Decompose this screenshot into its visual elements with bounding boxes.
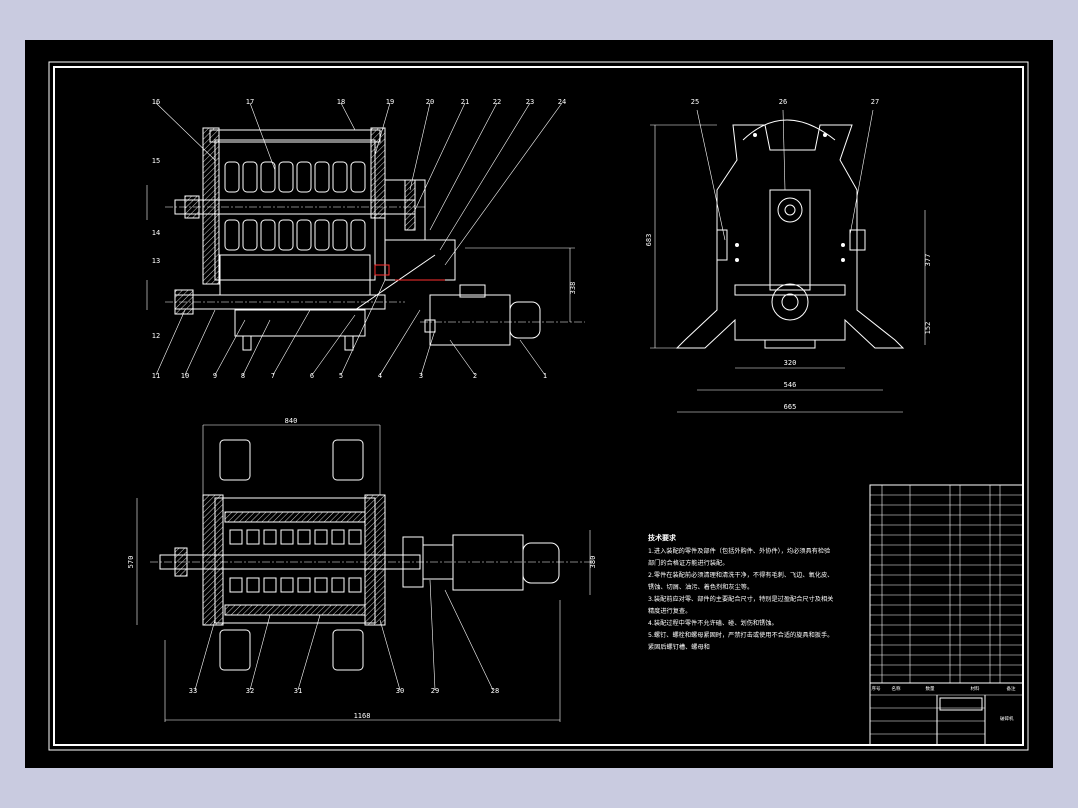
front-view: 338 16 17 18 1 [146, 98, 585, 380]
top-rotor [229, 529, 362, 593]
part-no: 18 [337, 98, 345, 106]
part-no: 15 [152, 157, 160, 165]
dim-side-right-1: 377 [924, 254, 932, 267]
part-no: 25 [691, 98, 699, 106]
tb-drawing-name: 破碎机 [1000, 715, 1014, 722]
dim-top-width: 840 [285, 417, 298, 425]
note-line: 锈蚀、切屑、油污、着色剂和灰尘等。 [648, 583, 753, 591]
note-line: 3.装配前应对零、部件的主要配合尺寸，特别是过盈配合尺寸及相关 [648, 595, 833, 603]
top-view: 840 1168 570 380 33 32 31 30 29 28 [127, 417, 597, 722]
part-no: 22 [493, 98, 501, 106]
tb-header: 备注 [1007, 685, 1016, 692]
inner-frame [53, 66, 1024, 746]
part-no: 28 [491, 687, 499, 695]
part-no: 9 [213, 372, 217, 380]
part-no: 3 [419, 372, 423, 380]
tb-header: 数量 [926, 685, 935, 692]
dim-front-right: 338 [569, 282, 577, 295]
tb-header: 材料 [971, 685, 980, 692]
part-no: 5 [339, 372, 343, 380]
part-no: 16 [152, 98, 160, 106]
title-block: 序号 名称 数量 材料 备注 破碎机 [869, 484, 1024, 746]
cad-viewport[interactable]: 338 16 17 18 1 [25, 40, 1053, 768]
part-no: 27 [871, 98, 879, 106]
notes-title: 技术要求 [648, 533, 677, 542]
part-no: 26 [779, 98, 787, 106]
rotor-coils [224, 161, 366, 251]
dim-top-length: 1168 [354, 712, 371, 720]
part-no: 10 [181, 372, 189, 380]
note-line: 紧固后螺钉槽、螺母和 [648, 643, 710, 651]
part-no: 1 [543, 372, 547, 380]
part-no: 6 [310, 372, 314, 380]
part-no: 30 [396, 687, 404, 695]
note-line: 2.零件在装配前必须清理和清洗干净，不得有毛刺、飞边、氧化皮、 [648, 571, 833, 579]
part-no: 20 [426, 98, 434, 106]
dim-top-right: 380 [589, 556, 597, 569]
dim-side-w3: 665 [784, 403, 797, 411]
part-no: 11 [152, 372, 160, 380]
part-no: 2 [473, 372, 477, 380]
part-no: 19 [386, 98, 394, 106]
part-no: 32 [246, 687, 254, 695]
part-no: 33 [189, 687, 197, 695]
part-no: 24 [558, 98, 566, 106]
dim-top-left: 570 [127, 556, 135, 569]
part-no: 4 [378, 372, 382, 380]
part-no: 23 [526, 98, 534, 106]
technical-notes: 技术要求 1.进入装配的零件及部件（包括外购件、外协件），均必须具有检验 部门的… [648, 533, 833, 651]
dim-side-w2: 546 [784, 381, 797, 389]
part-no: 31 [294, 687, 302, 695]
part-no: 12 [152, 332, 160, 340]
drawing-canvas: 338 16 17 18 1 [48, 61, 1029, 751]
note-line: 4.装配过程中零件不允许磕、碰、划伤和锈蚀。 [648, 619, 778, 627]
side-view: 683 377 152 320 546 665 25 26 27 [645, 98, 932, 413]
bom-rows [870, 494, 1023, 676]
note-line: 1.进入装配的零件及部件（包括外购件、外协件），均必须具有检验 [648, 547, 831, 555]
dim-side-w1: 320 [784, 359, 797, 367]
leaders [155, 102, 563, 376]
note-line: 5.螺钉、螺栓和螺母紧固时，严禁打击或使用不合适的旋具和扳手。 [648, 631, 833, 639]
part-no: 21 [461, 98, 469, 106]
part-no: 14 [152, 229, 160, 237]
note-line: 精度进行复查。 [648, 607, 691, 615]
part-no: 8 [241, 372, 245, 380]
part-no: 13 [152, 257, 160, 265]
dim-side-height: 683 [645, 234, 653, 247]
part-no: 17 [246, 98, 254, 106]
tb-header: 序号 [872, 685, 881, 692]
outer-frame [48, 61, 1029, 751]
part-no: 7 [271, 372, 275, 380]
tb-header: 名称 [892, 685, 901, 692]
note-line: 部门的合格证方能进行装配。 [648, 559, 728, 567]
part-no: 29 [431, 687, 439, 695]
dim-side-right-2: 152 [924, 322, 932, 335]
